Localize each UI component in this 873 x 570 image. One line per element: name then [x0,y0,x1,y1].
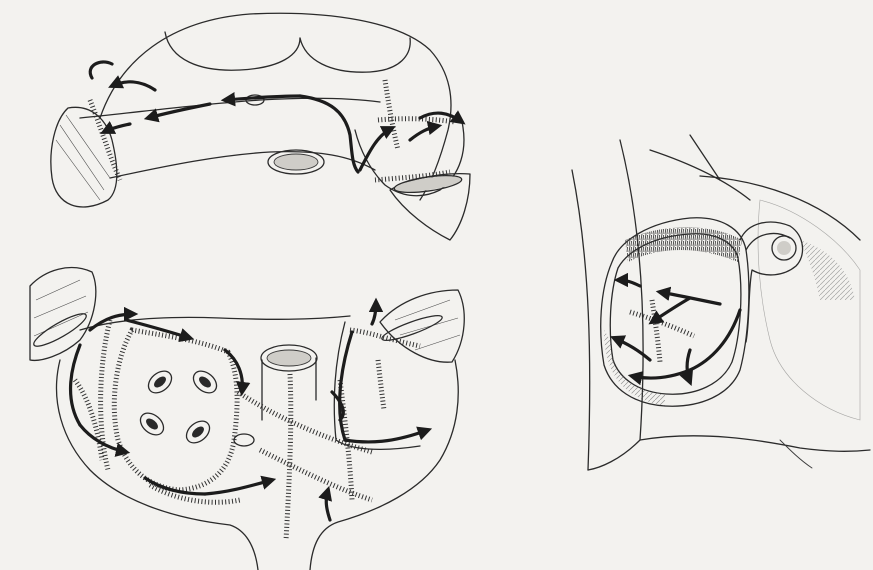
pouch-suture-outline [114,330,237,490]
right-cone-flap-bottom [380,290,464,362]
tube-lower-edge [110,152,375,178]
flow-arrow [112,82,155,90]
top-lobe-right [300,38,410,72]
top-lobe-left [165,32,300,70]
panel-right [572,135,870,470]
upper-tube-edge [80,316,350,330]
suture-right-vertical [385,80,398,150]
left-flap [51,107,117,207]
panel-bottom-left [30,268,464,570]
abdominal-wall-outer [572,170,590,470]
stoma-group [136,367,220,448]
suture-right-horizontal [378,119,455,122]
mucosa-texture [625,227,742,262]
small-orifice-bottom [234,434,254,446]
suture-left-flap [90,100,120,180]
abdominal-wall-inner [588,140,643,470]
reservoir-outline [57,360,258,570]
organ-outline [100,13,451,200]
panel-top-left [51,13,470,240]
skin-line [640,436,870,452]
